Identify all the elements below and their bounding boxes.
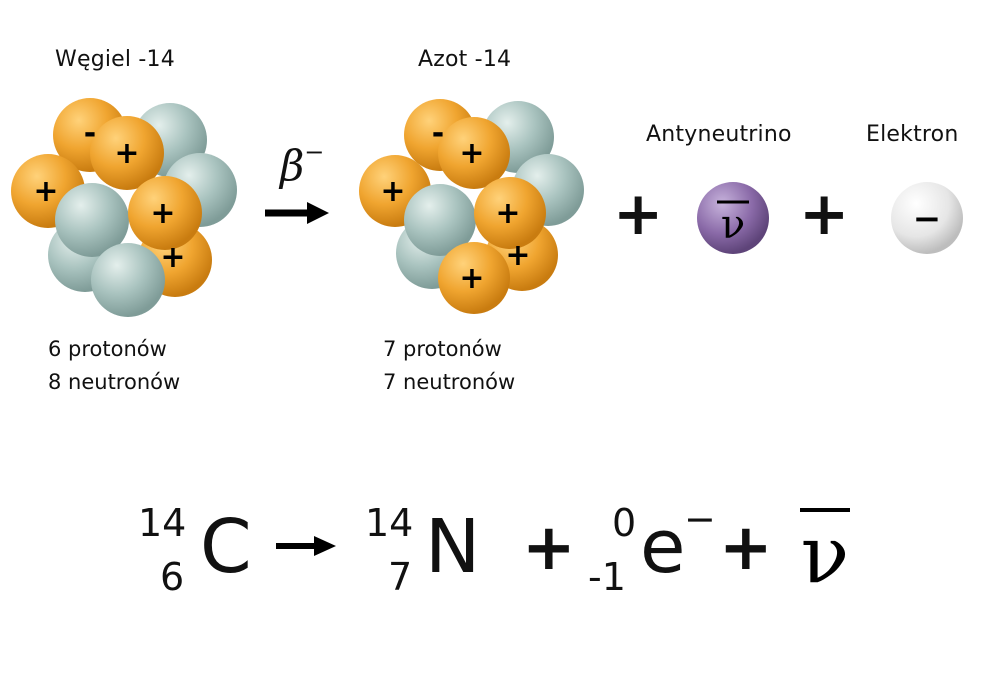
- nitrogen-neutron-count: 7 neutronów: [383, 370, 516, 394]
- nitrogen-atomic-number: 7: [388, 555, 413, 599]
- carbon-atomic-number: 6: [160, 555, 185, 599]
- proton-plus: +: [380, 174, 405, 209]
- neutron: [91, 243, 165, 317]
- beta-symbol: β: [280, 141, 305, 190]
- carbon-14-composition: 6 protonów 8 neutronów: [48, 333, 180, 399]
- equation-arrow: [276, 536, 336, 556]
- nitrogen-14-composition: 7 protonów 7 neutronów: [383, 333, 515, 399]
- proton-plus: +: [160, 240, 185, 275]
- proton-plus: +: [495, 196, 520, 231]
- antineutrino-particle: ν: [697, 182, 769, 254]
- nitrogen-14-nucleus: - + + + + +: [359, 99, 584, 314]
- proton-plus: +: [33, 174, 58, 209]
- electron-mass-number: 0: [612, 501, 637, 545]
- proton: [438, 117, 510, 189]
- antineutrino-label: Antyneutrino: [646, 122, 792, 147]
- carbon-mass-number: 14: [138, 501, 187, 545]
- carbon-14-nucleus: - + + + +: [11, 98, 237, 317]
- electron-label: Elektron: [866, 122, 959, 147]
- beta-charge: −: [304, 138, 325, 166]
- plus-sign: +: [613, 179, 664, 249]
- reaction-arrow: [265, 202, 329, 224]
- carbon-neutron-count: 8 neutronów: [48, 370, 181, 394]
- equation-plus: +: [522, 511, 576, 585]
- neutron: [404, 184, 476, 256]
- carbon-symbol: C: [200, 504, 252, 590]
- carbon-proton-count: 6 protonów: [48, 337, 167, 361]
- nuclear-equation: 14 6 C 14 7 N + 0 -1 e − + ν: [0, 488, 1000, 618]
- plus-sign: +: [799, 179, 850, 249]
- proton-plus: +: [459, 261, 484, 296]
- proton-plus: -: [432, 116, 444, 151]
- equation-antineutrino-symbol: ν: [801, 508, 850, 601]
- proton: [474, 177, 546, 249]
- proton-plus: +: [459, 136, 484, 171]
- carbon-14-title: Węgiel -14: [55, 47, 175, 72]
- beta-minus-label: β−: [280, 140, 324, 187]
- electron-atomic-number: -1: [588, 555, 626, 599]
- electron-symbol: e: [640, 504, 686, 590]
- nitrogen-proton-count: 7 protonów: [383, 337, 502, 361]
- proton-plus: +: [505, 238, 530, 273]
- proton: [128, 176, 202, 250]
- nitrogen-14-title: Azot -14: [418, 47, 512, 72]
- electron-charge-symbol: −: [913, 199, 942, 239]
- electron-charge: −: [684, 497, 716, 541]
- antineutrino-symbol: ν: [721, 202, 745, 248]
- proton: [90, 116, 164, 190]
- electron-particle: −: [891, 182, 963, 254]
- nitrogen-symbol: N: [425, 504, 481, 590]
- equation-antineutrino: ν: [800, 508, 850, 601]
- proton-plus: +: [114, 136, 139, 171]
- proton-plus: +: [150, 196, 175, 231]
- proton-plus: -: [84, 116, 96, 151]
- proton: [438, 242, 510, 314]
- nitrogen-mass-number: 14: [365, 501, 414, 545]
- equation-plus: +: [719, 511, 773, 585]
- neutron: [55, 183, 129, 257]
